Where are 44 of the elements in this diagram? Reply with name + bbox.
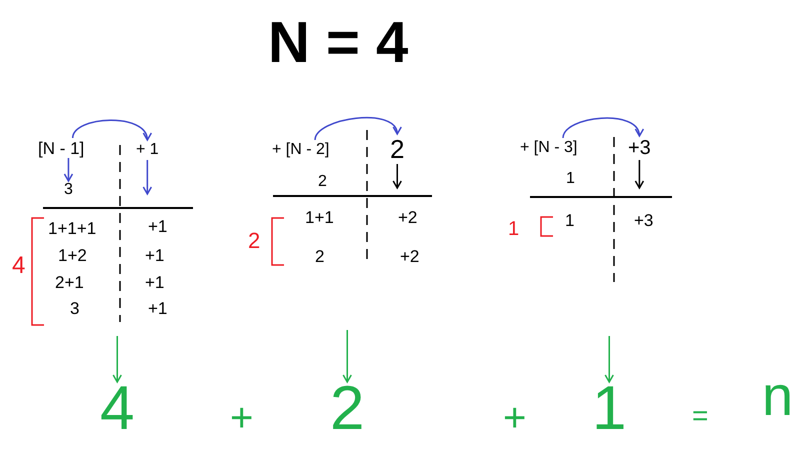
arrow [64, 158, 74, 182]
sum-text: 3 [70, 300, 80, 317]
term-text: + [N - 3] [520, 140, 578, 156]
result-number: 1 [592, 378, 626, 440]
sum-text: 1+2 [58, 247, 87, 264]
sum-text: +2 [400, 248, 420, 265]
operator: + [230, 398, 254, 438]
result-number: 2 [330, 378, 364, 440]
arrow [112, 336, 122, 383]
sum-text: +1 [148, 218, 168, 235]
arrow [392, 164, 402, 189]
term-text: + [N - 2] [272, 142, 330, 158]
operator: + [503, 398, 526, 438]
term-text: + 1 [136, 142, 159, 158]
sum-text: +1 [148, 300, 168, 317]
sum-text: 2+1 [55, 274, 84, 291]
sum-text: 1+1 [305, 209, 334, 226]
sum-text: 1 [565, 212, 574, 229]
term-text: 1 [566, 171, 575, 187]
operator: = [692, 402, 708, 430]
title: N = 4 [268, 14, 408, 72]
count-label: 4 [12, 254, 26, 278]
arrow [604, 336, 614, 383]
sum-text: +3 [634, 212, 654, 229]
result-number: n [762, 368, 794, 424]
sum-text: 1+1+1 [48, 220, 96, 237]
term-text: 3 [64, 182, 73, 198]
sum-text: 2 [315, 248, 324, 265]
count-label: 1 [508, 219, 520, 239]
arrow [634, 160, 644, 189]
term-text: 2 [390, 136, 404, 162]
sum-text: +1 [145, 247, 164, 264]
arrow [562, 117, 642, 138]
arrow [142, 160, 152, 195]
count-label: 2 [248, 230, 260, 252]
arrow [314, 116, 400, 140]
term-text: [N - 1] [38, 140, 84, 157]
term-text: +3 [628, 138, 651, 158]
term-text: 2 [318, 174, 327, 190]
result-number: 4 [100, 378, 134, 440]
arrow [342, 330, 352, 383]
sum-text: +2 [398, 209, 418, 226]
sum-text: +1 [145, 274, 164, 291]
arrow [72, 120, 150, 141]
